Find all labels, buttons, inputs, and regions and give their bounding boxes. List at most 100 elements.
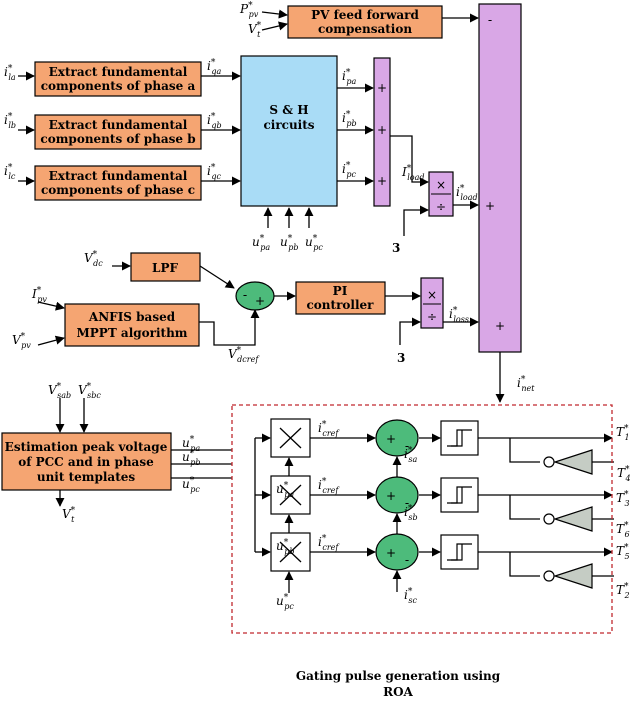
signal-est-upc: u*pc — [182, 476, 200, 494]
hysteresis-phase-b — [440, 477, 479, 513]
extract-b-line1: Extract fundamental — [49, 118, 188, 132]
caption-line1: Gating pulse generation using — [296, 669, 501, 683]
multiplier-phase-c — [270, 532, 311, 572]
signal-isb: i*sb — [404, 504, 418, 522]
error-sum-b-plus: + — [386, 489, 396, 503]
dc-sum-plus: + — [255, 294, 265, 308]
phase-sum-plus-a: + — [377, 81, 387, 95]
estimation-line3: unit templates — [37, 470, 136, 484]
pi-controller-block — [295, 281, 386, 315]
signal-ipv: I*pv — [31, 286, 47, 304]
loss-divider-divide-icon: ÷ — [427, 310, 437, 324]
signal-labels: P*pvV*t i*la i*lb i*lc i*qa i*qb i*qc i*pa i*pb i… — [4, 1, 631, 611]
signal-mult-upb: u*pb — [276, 538, 294, 556]
signal-three2: 3 — [397, 351, 405, 365]
signal-iqa: i*qa — [207, 58, 221, 76]
error-sum-b-minus: - — [405, 496, 409, 510]
pv-feed-forward-line2: compensation — [318, 22, 412, 36]
net-sum-plus-loss: + — [495, 319, 505, 333]
signal-icref1: i*cref — [318, 420, 340, 438]
estimation-line1: Estimation peak voltage — [5, 440, 168, 454]
signal-t3: T*3 — [616, 490, 630, 508]
error-sum-c-plus: + — [386, 546, 396, 560]
signal-vsab: V*sab — [48, 382, 71, 400]
signal-iload: i*load — [456, 184, 478, 202]
signal-t5: T*5 — [616, 543, 630, 561]
signal-t1: T*1 — [616, 424, 630, 442]
signal-vt-bottom: V*t — [62, 506, 76, 524]
lpf-block — [130, 252, 201, 282]
signal-isa: i*sa — [404, 446, 417, 464]
signal-ppv: P*pv — [239, 1, 259, 19]
signal-inet: i*net — [517, 375, 535, 393]
signal-ilc: i*lc — [4, 163, 16, 181]
hysteresis-phase-c — [440, 534, 479, 570]
error-sum-phase-c — [375, 533, 419, 571]
signal-ipa: i*pa — [342, 68, 356, 86]
extract-phase-a-block — [34, 61, 202, 97]
multiplier-phase-b — [270, 475, 311, 515]
signal-isc: i*sc — [404, 587, 417, 605]
signal-ila: i*la — [4, 64, 16, 82]
signal-mult-upa: u*pa — [276, 481, 294, 499]
extract-a-line2: components of phase a — [41, 79, 196, 93]
signal-iqc: i*qc — [207, 163, 221, 181]
net-sum-minus: - — [488, 13, 492, 27]
signal-vpv: V*pv — [12, 332, 31, 350]
hysteresis-phase-a — [440, 420, 479, 456]
signal-upa: u*pa — [252, 234, 270, 252]
loss-divider-block — [420, 277, 444, 329]
not-gate-phase-a — [543, 449, 593, 475]
signal-t6: T*6 — [616, 521, 630, 539]
load-divider-divide-icon: ÷ — [436, 200, 446, 214]
net-current-sum-bar — [478, 3, 522, 353]
error-sum-c-minus: - — [405, 553, 409, 567]
sample-hold-line2: circuits — [263, 118, 314, 132]
extract-c-line1: Extract fundamental — [49, 169, 188, 183]
wires — [18, 9, 614, 593]
extract-c-line2: components of phase c — [41, 183, 195, 197]
signal-est-upa: u*pa — [182, 435, 200, 453]
error-sum-phase-a — [375, 419, 419, 457]
loss-divider-multiply-icon: × — [427, 288, 437, 302]
signal-vdcref: V*dcref — [228, 346, 260, 364]
caption-line2: ROA — [383, 685, 413, 699]
estimation-line2: of PCC and in phase — [18, 455, 154, 469]
extract-a-line1: Extract fundamental — [49, 65, 188, 79]
pi-line1: PI — [333, 284, 348, 298]
not-gate-phase-c — [543, 563, 593, 589]
signal-vdc: V*dc — [84, 250, 103, 268]
signal-icref3: i*cref — [318, 534, 340, 552]
pi-line2: controller — [307, 298, 375, 312]
signal-three: 3 — [392, 241, 400, 255]
signal-vt-top: V*t — [248, 21, 262, 39]
gating-pulse-region — [231, 404, 613, 634]
error-sum-a-minus: - — [405, 439, 409, 453]
signal-upc: u*pc — [305, 234, 323, 252]
signal-est-upb: u*pb — [182, 449, 200, 467]
signal-icref2: i*cref — [318, 477, 340, 495]
error-sum-a-plus: + — [386, 432, 396, 446]
sample-hold-block — [240, 55, 338, 207]
signal-upb: u*pb — [280, 234, 298, 252]
anfis-line1: ANFIS based — [88, 310, 176, 324]
signal-t2: T*2 — [616, 582, 630, 600]
lpf-label: LPF — [152, 261, 178, 275]
phase-sum-plus-b: + — [377, 123, 387, 137]
signal-vsbc: V*sbc — [78, 382, 101, 400]
extract-phase-b-block — [34, 114, 202, 150]
anfis-line2: MPPT algorithm — [76, 326, 187, 340]
multiplier-phase-a — [270, 418, 311, 458]
phase-sum-bar — [373, 57, 391, 207]
extract-b-line2: components of phase b — [40, 132, 195, 146]
signal-ilb: i*lb — [4, 112, 16, 130]
signal-ipb: i*pb — [342, 110, 357, 128]
dc-sum-minus: - — [243, 288, 247, 302]
sample-hold-line1: S & H — [269, 103, 308, 117]
net-sum-plus-load: + — [485, 199, 495, 213]
signal-iqb: i*qb — [207, 112, 222, 130]
estimation-block — [1, 432, 172, 491]
signal-mult-upc: u*pc — [276, 593, 294, 611]
signal-iload-big: I*load — [401, 164, 425, 182]
